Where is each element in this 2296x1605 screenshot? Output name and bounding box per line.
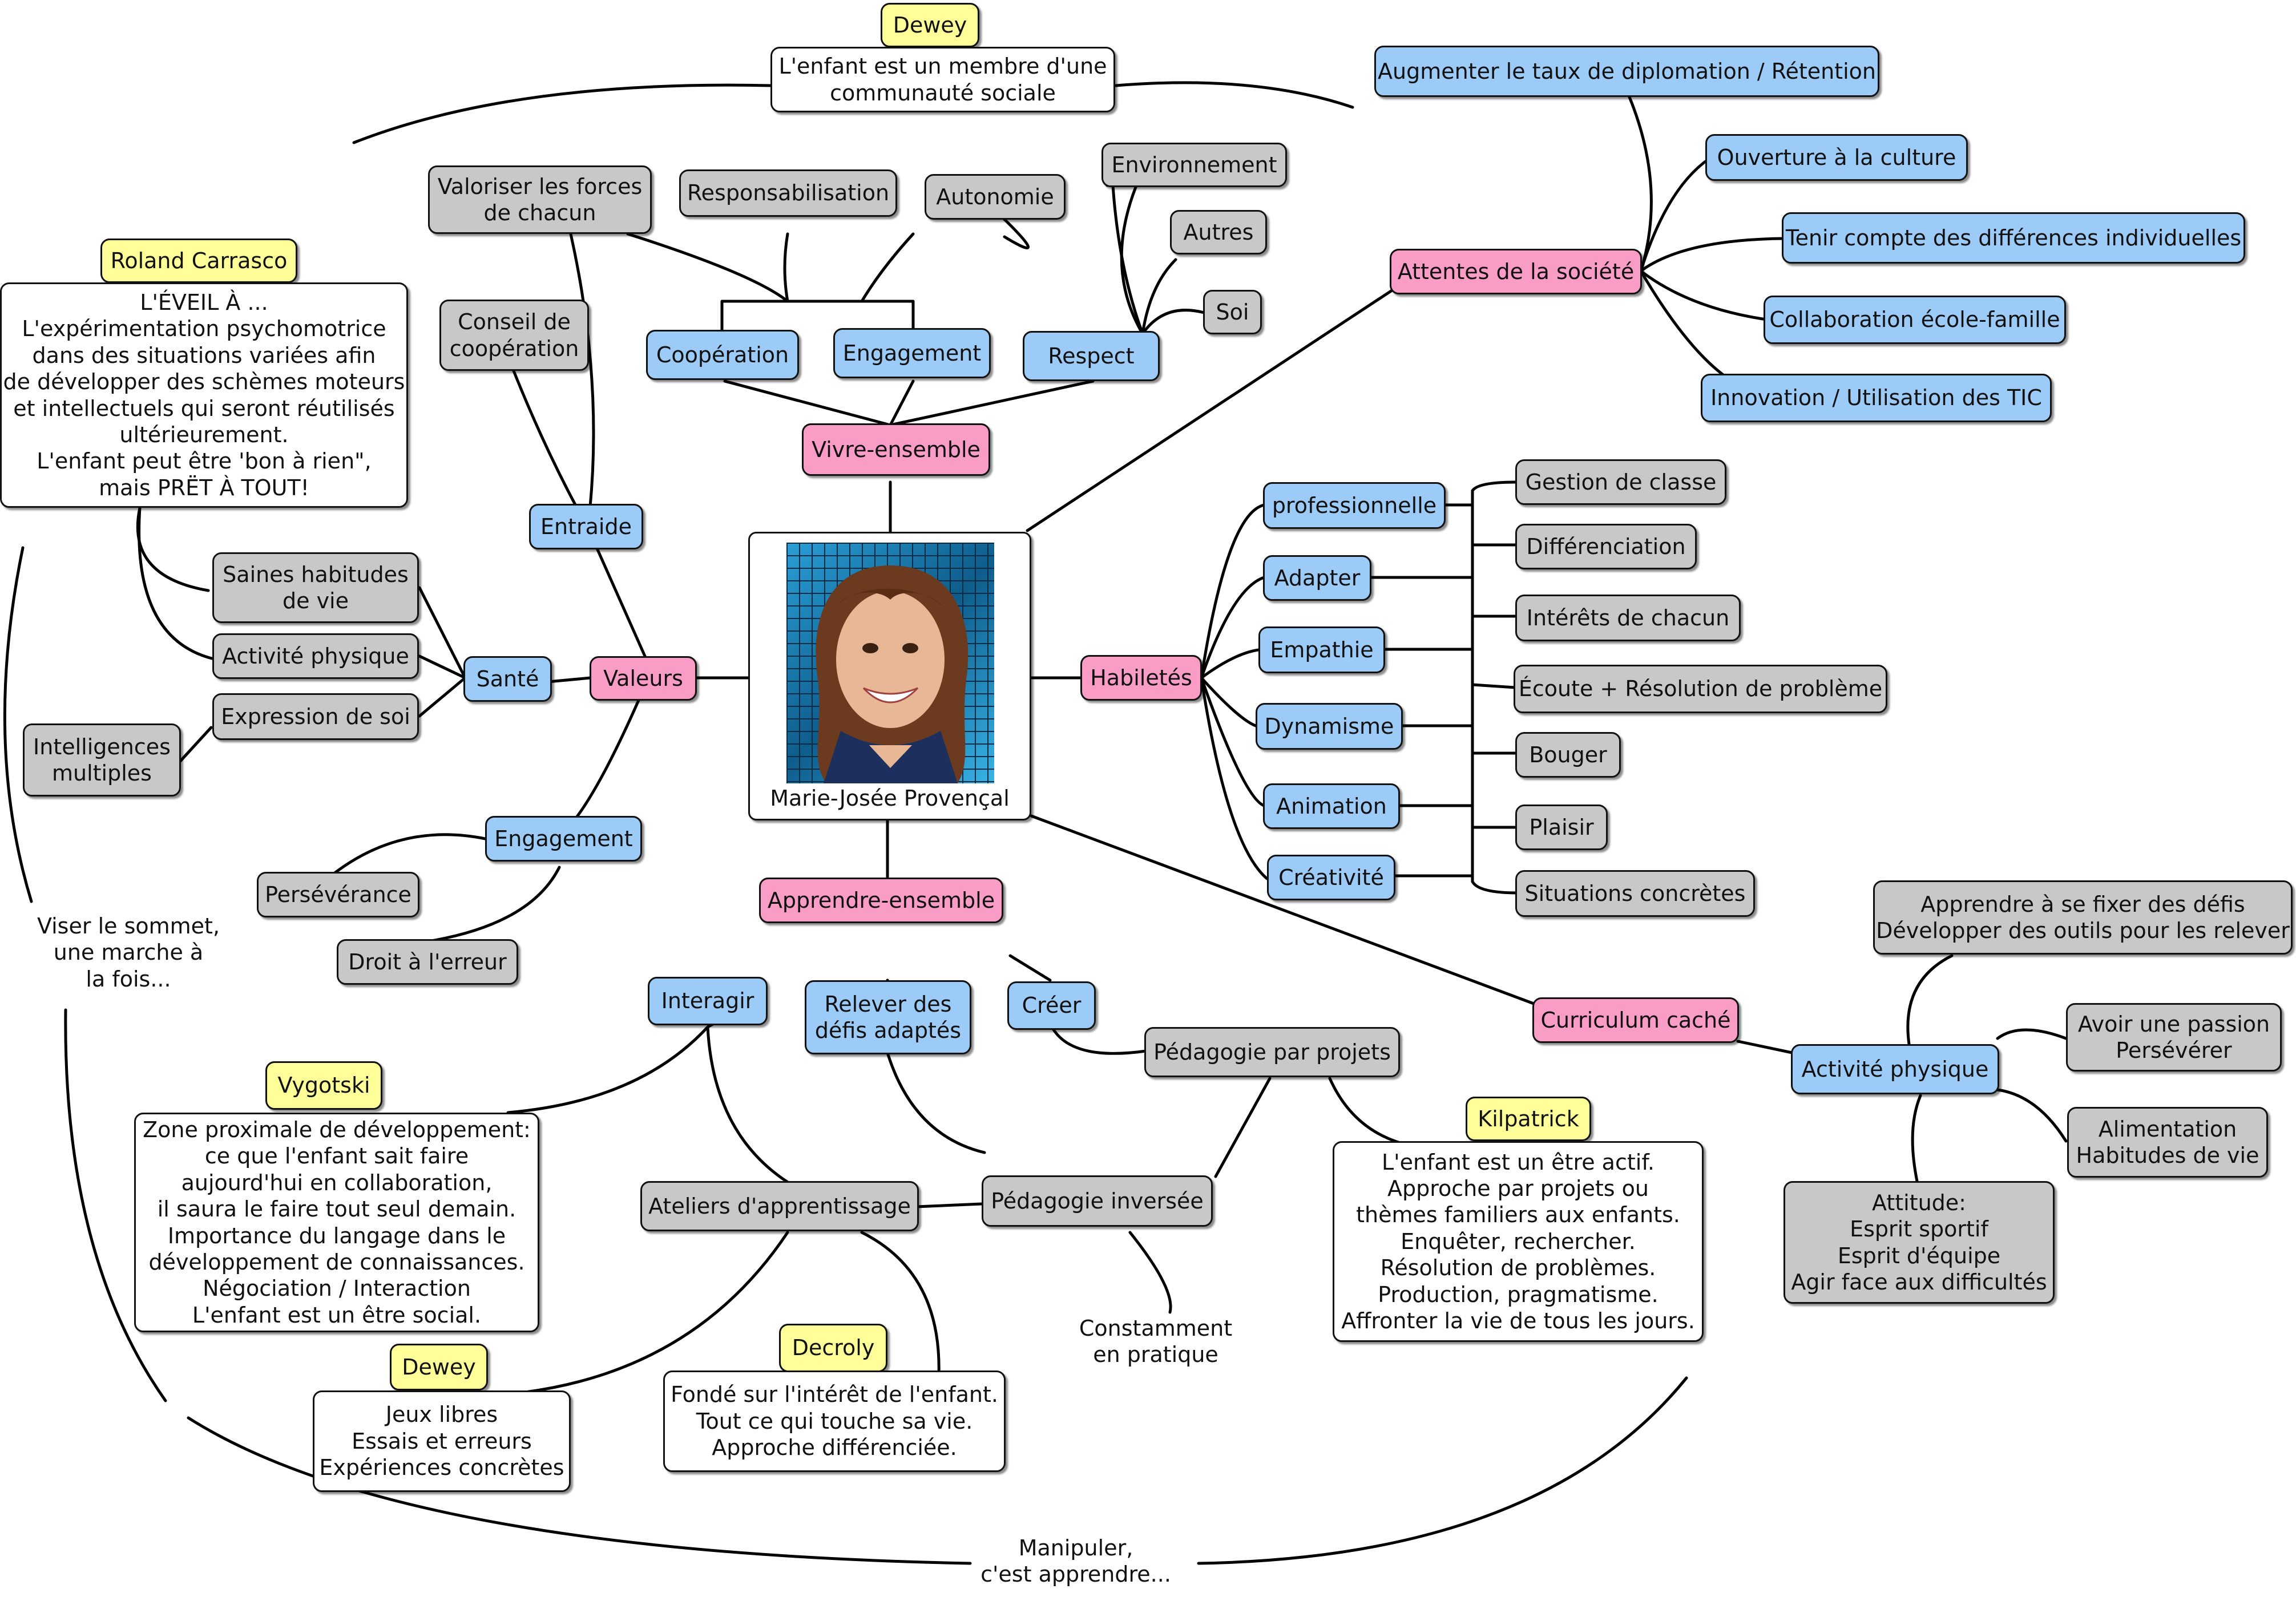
dewey-note: L'enfant est un membre d'une communauté … — [770, 47, 1115, 112]
author-carrasco-label: Roland Carrasco — [100, 238, 297, 283]
node-perseverance[interactable]: Persévérance — [257, 872, 419, 917]
node-interagir[interactable]: Interagir — [648, 977, 768, 1025]
node-plaisir[interactable]: Plaisir — [1515, 804, 1608, 850]
node-droit-erreur[interactable]: Droit à l'erreur — [337, 939, 518, 985]
node-autonomie[interactable]: Autonomie — [925, 174, 1066, 220]
node-dynamisme[interactable]: Dynamisme — [1256, 703, 1403, 750]
node-valoriser-forces[interactable]: Valoriser les forces de chacun — [428, 165, 652, 234]
kilpatrick-note: L'enfant est un être actif. Approche par… — [1333, 1141, 1704, 1342]
node-pedagogie-inversee[interactable]: Pédagogie inversée — [982, 1175, 1213, 1227]
branch-valeurs[interactable]: Valeurs — [590, 656, 697, 701]
author-vygotski-label: Vygotski — [265, 1061, 382, 1110]
node-cooperation[interactable]: Coopération — [646, 330, 799, 380]
central-profile-card: Marie-Josée Provençal — [748, 532, 1031, 820]
node-engagement-valeurs[interactable]: Engagement — [485, 816, 642, 862]
node-saines-habitudes[interactable]: Saines habitudes de vie — [212, 552, 419, 623]
profile-photo — [786, 543, 994, 783]
node-ateliers[interactable]: Ateliers d'apprentissage — [640, 1181, 919, 1231]
branch-curriculum-cache[interactable]: Curriculum caché — [1532, 997, 1739, 1043]
node-differences-individuelles[interactable]: Tenir compte des différences individuell… — [1782, 212, 2245, 264]
node-conseil-cooperation[interactable]: Conseil de coopération — [439, 300, 589, 371]
node-relever-defis[interactable]: Relever des défis adaptés — [805, 980, 971, 1054]
branch-attentes-societe[interactable]: Attentes de la société — [1390, 249, 1642, 294]
node-adapter[interactable]: Adapter — [1263, 555, 1371, 601]
carrasco-note: L'ÉVEIL À ... L'expérimentation psychomo… — [0, 282, 408, 508]
node-responsabilisation[interactable]: Responsabilisation — [679, 169, 897, 217]
constamment-en-pratique-text: Constamment en pratique — [1079, 1316, 1233, 1368]
decroly-note: Fondé sur l'intérêt de l'enfant. Tout ce… — [663, 1370, 1006, 1472]
node-defis[interactable]: Apprendre à se fixer des défis Développe… — [1873, 880, 2293, 955]
node-expression-soi[interactable]: Expression de soi — [212, 693, 419, 740]
node-environnement[interactable]: Environnement — [1101, 143, 1287, 187]
node-engagement-vivre[interactable]: Engagement — [833, 328, 991, 378]
node-collaboration-ecole-famille[interactable]: Collaboration école-famille — [1764, 296, 2066, 344]
node-augmenter-diplomation[interactable]: Augmenter le taux de diplomation / Réten… — [1374, 46, 1879, 97]
node-attitude[interactable]: Attitude: Esprit sportif Esprit d'équipe… — [1783, 1181, 2055, 1304]
node-ouverture-culture[interactable]: Ouverture à la culture — [1705, 134, 1968, 181]
vygotski-note: Zone proximale de développement: ce que … — [134, 1113, 539, 1332]
branch-apprendre-ensemble[interactable]: Apprendre-ensemble — [759, 878, 1003, 923]
node-intelligences-multiples[interactable]: Intelligences multiples — [23, 723, 181, 797]
author-kilpatrick-label: Kilpatrick — [1466, 1097, 1591, 1141]
author-decroly-label: Decroly — [779, 1324, 887, 1372]
author-dewey-label: Dewey — [881, 3, 979, 47]
node-soi[interactable]: Soi — [1203, 290, 1262, 334]
node-activite-physique-valeurs[interactable]: Activité physique — [212, 633, 419, 679]
branch-habiletes[interactable]: Habiletés — [1080, 655, 1202, 701]
node-professionnelle[interactable]: professionnelle — [1263, 482, 1446, 529]
node-respect[interactable]: Respect — [1023, 331, 1160, 381]
node-bouger[interactable]: Bouger — [1515, 732, 1621, 778]
node-innovation-tic[interactable]: Innovation / Utilisation des TIC — [1701, 374, 2052, 422]
node-differenciation[interactable]: Différenciation — [1515, 524, 1697, 569]
node-autres[interactable]: Autres — [1170, 210, 1267, 254]
node-sante[interactable]: Santé — [463, 656, 552, 702]
node-gestion-classe[interactable]: Gestion de classe — [1515, 459, 1726, 505]
manipuler-text: Manipuler, c'est apprendre... — [980, 1535, 1171, 1587]
node-creer[interactable]: Créer — [1007, 981, 1096, 1030]
node-ecoute-resolution[interactable]: Écoute + Résolution de problème — [1514, 665, 1887, 713]
node-activite-physique-curriculum[interactable]: Activité physique — [1791, 1044, 1999, 1094]
node-pedagogie-projets[interactable]: Pédagogie par projets — [1144, 1027, 1400, 1077]
node-interets-chacun[interactable]: Intérêts de chacun — [1515, 595, 1741, 641]
node-animation[interactable]: Animation — [1263, 783, 1400, 829]
node-entraide[interactable]: Entraide — [529, 504, 643, 549]
node-empathie[interactable]: Empathie — [1258, 626, 1385, 673]
portrait-illustration — [816, 565, 969, 783]
node-situations-concretes[interactable]: Situations concrètes — [1515, 870, 1755, 917]
node-passion[interactable]: Avoir une passion Persévérer — [2066, 1003, 2282, 1072]
node-alimentation[interactable]: Alimentation Habitudes de vie — [2067, 1107, 2268, 1178]
dewey-bottom-note: Jeux libres Essais et erreurs Expérience… — [313, 1390, 571, 1492]
author-dewey-bottom-label: Dewey — [390, 1344, 488, 1390]
branch-vivre-ensemble[interactable]: Vivre-ensemble — [802, 423, 990, 476]
viser-le-sommet-text: Viser le sommet, une marche à la fois... — [37, 913, 220, 992]
center-name: Marie-Josée Provençal — [770, 786, 1010, 811]
node-creativite[interactable]: Créativité — [1267, 855, 1395, 900]
